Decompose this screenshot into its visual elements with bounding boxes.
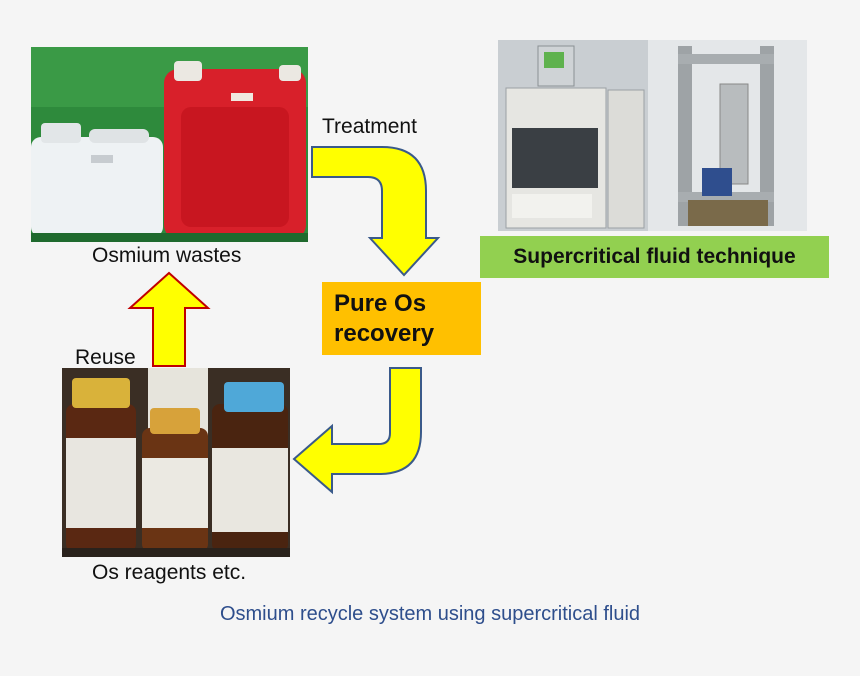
reuse-label: Reuse [75,346,136,369]
osmium-wastes-label: Osmium wastes [92,244,242,267]
pure-os-recovery-box: Pure Os recovery [322,282,481,355]
treatment-arrow [311,146,441,277]
supercritical-label: Supercritical fluid technique [513,245,796,268]
pure-os-line1: Pure Os [334,289,427,317]
recovery-arrow [292,367,422,495]
pure-os-line2: recovery [334,319,435,347]
treatment-label: Treatment [322,115,417,138]
supercritical-equipment-photo [498,40,807,231]
os-reagents-label: Os reagents etc. [92,561,247,584]
supercritical-fluid-technique-box: Supercritical fluid technique [480,236,829,278]
os-reagents-photo [62,368,290,557]
reuse-arrow [127,271,211,367]
figure-caption: Osmium recycle system using supercritica… [219,603,641,625]
osmium-wastes-photo [31,47,308,242]
